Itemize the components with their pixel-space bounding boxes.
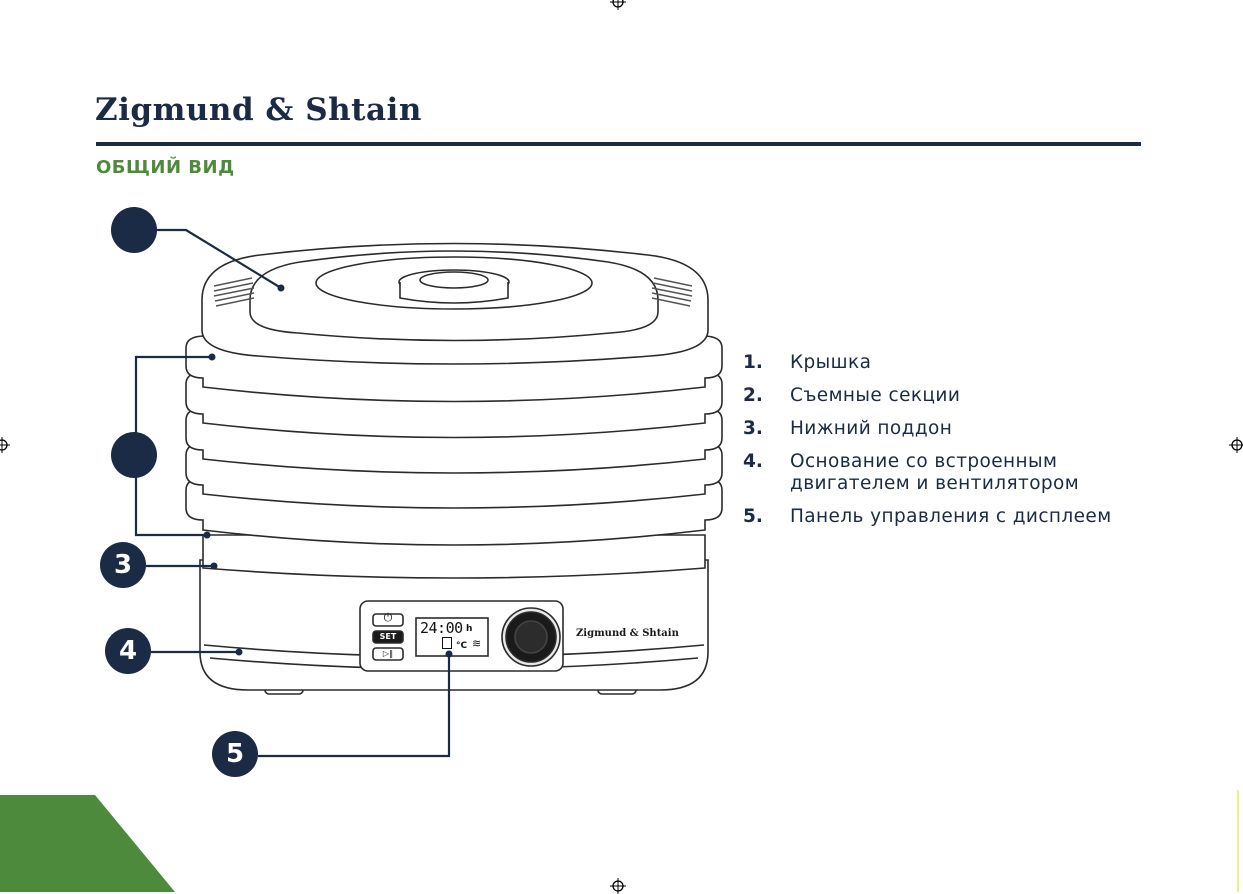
display-time-unit: h xyxy=(466,624,472,634)
legend-number: 2. xyxy=(743,385,790,407)
legend-text: Съемные секции xyxy=(790,385,960,407)
callout-5: 5 xyxy=(212,731,258,777)
legend-text: Крышка xyxy=(790,352,871,374)
legend-line: Основание со встроенным xyxy=(790,451,1079,473)
parts-legend: 1. Крышка 2. Съемные секции 3. Нижний по… xyxy=(743,352,1163,539)
legend-item: 5. Панель управления с дисплеем xyxy=(743,506,1163,528)
legend-item: 3. Нижний поддон xyxy=(743,418,1163,440)
display-time: 24:00 xyxy=(420,619,463,637)
callout-3: 3 xyxy=(100,542,146,588)
legend-line: Съемные секции xyxy=(790,385,960,407)
legend-text: Основание со встроенным двигателем и вен… xyxy=(790,451,1079,495)
set-button-label: SET xyxy=(373,631,403,643)
legend-item: 1. Крышка xyxy=(743,352,1163,374)
legend-item: 4. Основание со встроенным двигателем и … xyxy=(743,451,1163,495)
legend-line: Панель управления с дисплеем xyxy=(790,506,1112,528)
display-temp-unit: °C xyxy=(456,641,467,651)
legend-line: двигателем и вентилятором xyxy=(790,473,1079,495)
callout-1 xyxy=(111,207,157,253)
base-brand-logo: Zigmund & Shtain xyxy=(576,628,679,639)
legend-number: 5. xyxy=(743,506,790,528)
legend-number: 4. xyxy=(743,451,790,495)
legend-line: Нижний поддон xyxy=(790,418,952,440)
legend-line: Крышка xyxy=(790,352,871,374)
play-pause-icon: ▷‖ xyxy=(373,648,403,660)
heat-icon: ≋ xyxy=(472,637,481,650)
power-icon: ⏻ xyxy=(376,611,400,625)
legend-text: Нижний поддон xyxy=(790,418,952,440)
legend-number: 1. xyxy=(743,352,790,374)
callout-2 xyxy=(111,432,157,478)
legend-number: 3. xyxy=(743,418,790,440)
legend-text: Панель управления с дисплеем xyxy=(790,506,1112,528)
callout-4: 4 xyxy=(105,628,151,674)
temperature-icon xyxy=(442,637,452,649)
legend-item: 2. Съемные секции xyxy=(743,385,1163,407)
